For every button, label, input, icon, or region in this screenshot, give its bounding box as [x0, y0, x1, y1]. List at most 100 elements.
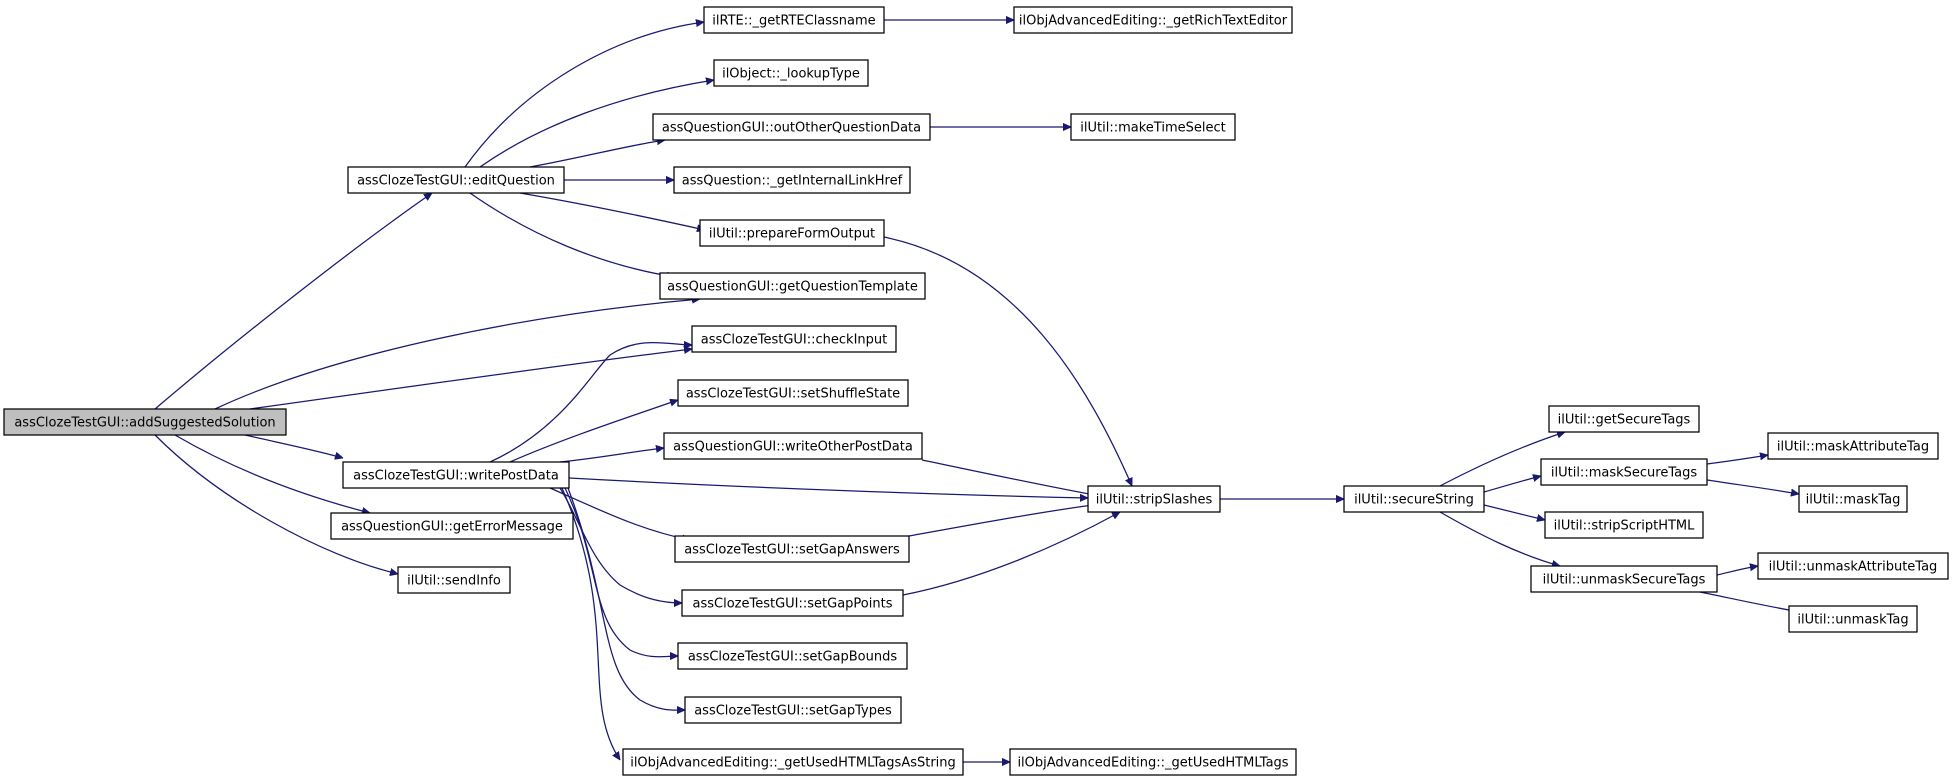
node-box[interactable] [677, 379, 909, 407]
node-label: assQuestionGUI::writeOtherPostData [673, 440, 913, 455]
edge-addSuggestedSolution-to-writePostData [244, 434, 343, 458]
edge-editQuestion-to-lookupType [479, 80, 714, 168]
node-box[interactable] [663, 432, 923, 460]
edge-editQuestion-to-outOtherQuestionData [529, 140, 665, 168]
node-box[interactable] [681, 589, 904, 617]
node-stripScriptHTML[interactable]: ilUtil::stripScriptHTML [1544, 511, 1704, 539]
node-label: assClozeTestGUI::editQuestion [357, 174, 555, 189]
node-writeOtherPostData[interactable]: assQuestionGUI::writeOtherPostData [663, 432, 923, 460]
node-getRichTextEditor[interactable]: ilObjAdvancedEditing::_getRichTextEditor [1013, 6, 1293, 34]
node-label: ilUtil::stripScriptHTML [1554, 519, 1696, 534]
node-box[interactable] [699, 219, 885, 247]
node-box[interactable] [342, 461, 570, 489]
node-box[interactable] [691, 325, 897, 353]
node-label: ilUtil::makeTimeSelect [1080, 121, 1225, 136]
edge-secureString-to-getSecureTags [1439, 432, 1565, 487]
node-box[interactable] [1009, 748, 1297, 776]
node-box[interactable] [673, 166, 911, 194]
node-setShuffleState[interactable]: assClozeTestGUI::setShuffleState [677, 379, 909, 407]
node-box[interactable] [703, 6, 885, 34]
node-getRTEClassname[interactable]: ilRTE::_getRTEClassname [703, 6, 885, 34]
node-outOtherQuestionData[interactable]: assQuestionGUI::outOtherQuestionData [652, 113, 931, 141]
edge-editQuestion-to-prepareFormOutput [519, 192, 705, 230]
node-label: assQuestionGUI::outOtherQuestionData [662, 121, 921, 136]
node-makeTimeSelect[interactable]: ilUtil::makeTimeSelect [1070, 113, 1236, 141]
edge-editQuestion-to-getRTEClassname [464, 22, 704, 168]
node-box[interactable] [1548, 405, 1700, 433]
node-box[interactable] [1798, 485, 1908, 513]
edge-unmaskSecureTags-to-unmaskTag [1699, 591, 1800, 612]
node-box[interactable] [3, 408, 287, 436]
node-label: assClozeTestGUI::writePostData [353, 469, 559, 484]
node-box[interactable] [677, 642, 908, 670]
node-label: ilUtil::prepareFormOutput [709, 227, 875, 242]
node-setGapPoints[interactable]: assClozeTestGUI::setGapPoints [681, 589, 904, 617]
node-label: assQuestionGUI::getQuestionTemplate [667, 280, 918, 295]
edge-maskSecureTags-to-maskAttributeTag [1706, 455, 1768, 465]
node-label: ilUtil::unmaskTag [1797, 613, 1908, 628]
node-unmaskAttributeTag[interactable]: ilUtil::unmaskAttributeTag [1757, 552, 1949, 580]
node-unmaskTag[interactable]: ilUtil::unmaskTag [1788, 605, 1918, 633]
node-box[interactable] [1544, 511, 1704, 539]
node-maskSecureTags[interactable]: ilUtil::maskSecureTags [1540, 458, 1708, 486]
edge-writePostData-to-checkInput [489, 343, 692, 463]
node-secureString[interactable]: ilUtil::secureString [1343, 485, 1485, 513]
edge-addSuggestedSolution-to-editQuestion [154, 193, 432, 410]
edge-writePostData-to-setGapTypes [567, 487, 685, 710]
node-getUsedHTMLTags[interactable]: ilObjAdvancedEditing::_getUsedHTMLTags [1009, 748, 1297, 776]
node-lookupType[interactable]: ilObject::_lookupType [713, 59, 869, 87]
node-label: ilObjAdvancedEditing::_getUsedHTMLTagsAs… [630, 756, 956, 771]
edge-addSuggestedSolution-to-getQuestionTemplate [214, 299, 700, 410]
node-box[interactable] [1757, 552, 1949, 580]
node-box[interactable] [1013, 6, 1293, 34]
node-unmaskSecureTags[interactable]: ilUtil::unmaskSecureTags [1530, 565, 1718, 593]
node-prepareFormOutput[interactable]: ilUtil::prepareFormOutput [699, 219, 885, 247]
node-getSecureTags[interactable]: ilUtil::getSecureTags [1548, 405, 1700, 433]
edge-unmaskSecureTags-to-unmaskAttributeTag [1716, 566, 1758, 576]
node-label: assClozeTestGUI::setGapAnswers [684, 543, 900, 558]
node-box[interactable] [397, 566, 511, 594]
node-addSuggestedSolution[interactable]: assClozeTestGUI::addSuggestedSolution [3, 408, 287, 436]
node-box[interactable] [1070, 113, 1236, 141]
edge-writePostData-to-setShuffleState [509, 400, 678, 463]
node-box[interactable] [1788, 605, 1918, 633]
node-checkInput[interactable]: assClozeTestGUI::checkInput [691, 325, 897, 353]
node-setGapTypes[interactable]: assClozeTestGUI::setGapTypes [684, 696, 902, 724]
node-stripSlashes[interactable]: ilUtil::stripSlashes [1087, 485, 1221, 513]
node-label: ilRTE::_getRTEClassname [712, 14, 875, 29]
node-getUsedHTMLTagsAsString[interactable]: ilObjAdvancedEditing::_getUsedHTMLTagsAs… [622, 748, 964, 776]
node-box[interactable] [652, 113, 931, 141]
edge-writePostData-to-setGapPoints [559, 487, 682, 603]
node-label: ilUtil::maskSecureTags [1551, 466, 1697, 481]
node-box[interactable] [674, 535, 910, 563]
node-box[interactable] [1343, 485, 1485, 513]
node-editQuestion[interactable]: assClozeTestGUI::editQuestion [347, 166, 565, 194]
node-box[interactable] [622, 748, 964, 776]
edge-writePostData-to-getUsedHTMLTagsAsString [561, 487, 620, 760]
node-setGapAnswers[interactable]: assClozeTestGUI::setGapAnswers [674, 535, 910, 563]
node-setGapBounds[interactable]: assClozeTestGUI::setGapBounds [677, 642, 908, 670]
node-sendInfo[interactable]: ilUtil::sendInfo [397, 566, 511, 594]
node-box[interactable] [713, 59, 869, 87]
node-box[interactable] [1767, 432, 1939, 460]
node-label: ilUtil::sendInfo [407, 574, 501, 589]
edge-writePostData-to-setGapBounds [564, 487, 678, 657]
node-getInternalLinkHref[interactable]: assQuestion::_getInternalLinkHref [673, 166, 911, 194]
node-box[interactable] [1087, 485, 1221, 513]
edge-editQuestion-to-getQuestionTemplate [469, 192, 675, 277]
node-box[interactable] [659, 272, 926, 300]
node-box[interactable] [347, 166, 565, 194]
edge-addSuggestedSolution-to-sendInfo [154, 434, 398, 574]
node-box[interactable] [684, 696, 902, 724]
node-label: ilUtil::maskTag [1806, 493, 1901, 508]
node-box[interactable] [1530, 565, 1718, 593]
node-label: ilUtil::maskAttributeTag [1777, 440, 1929, 455]
node-maskAttributeTag[interactable]: ilUtil::maskAttributeTag [1767, 432, 1939, 460]
node-writePostData[interactable]: assClozeTestGUI::writePostData [342, 461, 570, 489]
node-label: assClozeTestGUI::setGapTypes [694, 704, 892, 719]
node-box[interactable] [1540, 458, 1708, 486]
node-box[interactable] [330, 512, 574, 540]
node-getQuestionTemplate[interactable]: assQuestionGUI::getQuestionTemplate [659, 272, 926, 300]
node-maskTag[interactable]: ilUtil::maskTag [1798, 485, 1908, 513]
node-getErrorMessage[interactable]: assQuestionGUI::getErrorMessage [330, 512, 574, 540]
